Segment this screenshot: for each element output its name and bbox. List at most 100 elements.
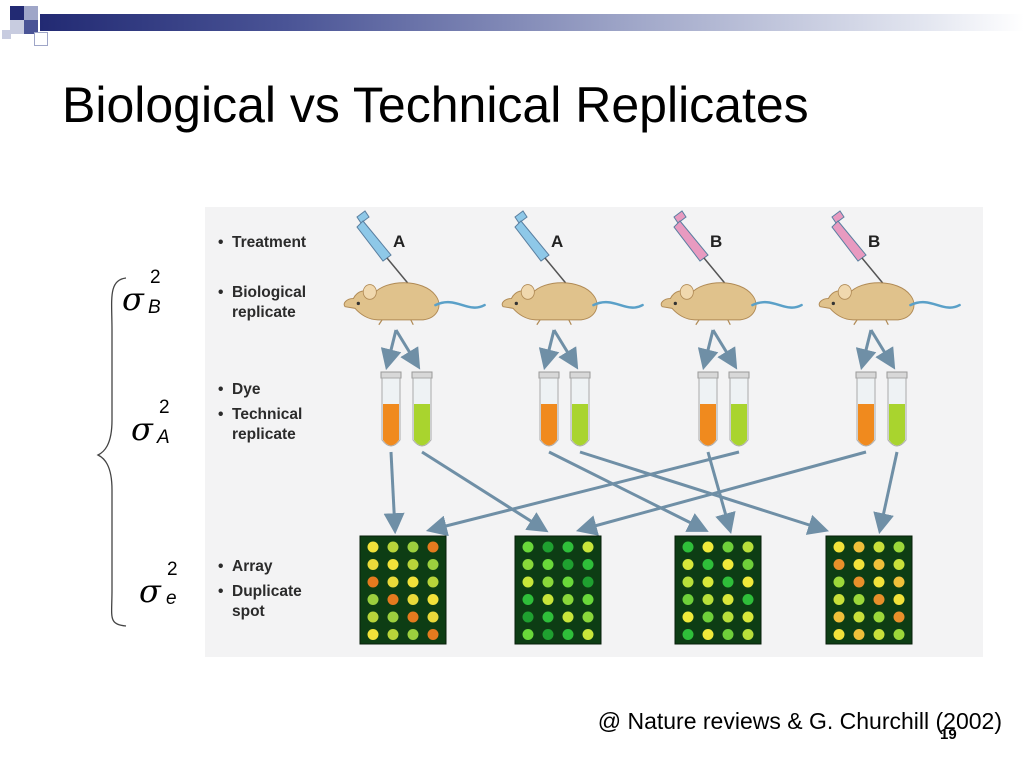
array-spot [722, 629, 734, 640]
label-treatment: •Treatment [218, 234, 307, 251]
microarray-icon [825, 535, 913, 645]
array-spot [702, 594, 714, 605]
array-spot [427, 559, 439, 570]
array-spot [387, 629, 399, 640]
arrow [394, 329, 421, 370]
label-dye: •Dye [218, 381, 261, 398]
array-spot [367, 559, 379, 570]
array-spot [853, 541, 865, 553]
array-spot [722, 559, 734, 570]
array-spot [893, 629, 905, 640]
mouse-icon [817, 281, 961, 326]
corner-square-dark [10, 6, 24, 20]
arrow [380, 329, 402, 371]
array-spot [387, 559, 399, 570]
array-spot [387, 576, 399, 588]
array-spot [522, 594, 534, 605]
array-spot [542, 594, 554, 605]
mouse-icon [342, 281, 486, 326]
column-letter: B [710, 232, 723, 251]
tube-liquid [383, 404, 399, 446]
column-letter: A [551, 232, 564, 251]
mouse-icon [500, 281, 644, 326]
label-biological-replicate: •Biological replicate [218, 284, 307, 321]
array-spot [427, 576, 439, 588]
syringe-icon [514, 210, 570, 288]
label-array: •Array [218, 558, 273, 575]
array-spot [702, 559, 714, 570]
array-spot [387, 594, 399, 605]
arrow [869, 329, 896, 370]
arrow [421, 450, 549, 533]
label-duplicate-spot: •Duplicate spot [218, 583, 302, 620]
array-spot [893, 541, 905, 553]
array-spot [893, 611, 905, 623]
array-spot [367, 629, 379, 640]
arrow [579, 450, 830, 535]
arrow [538, 329, 560, 371]
array-spot [542, 559, 554, 570]
array-spot [833, 594, 845, 605]
array-spot [522, 611, 534, 623]
array-spot [682, 541, 694, 553]
array-spot [853, 611, 865, 623]
array-spot [722, 611, 734, 623]
microarray-icon [514, 535, 602, 645]
array-spot [853, 559, 865, 570]
corner-square-mid [24, 20, 38, 34]
sigma-a-squared: σ 2 A [131, 397, 170, 448]
array-spot [562, 611, 574, 623]
array-spot [873, 611, 885, 623]
tube-liquid [541, 404, 557, 446]
array-spot [367, 576, 379, 588]
array-spot [427, 541, 439, 553]
array-spot [702, 611, 714, 623]
tube-liquid [889, 404, 905, 446]
slide-title: Biological vs Technical Replicates [62, 77, 809, 133]
array-spot [853, 629, 865, 640]
array-spot [522, 559, 534, 570]
array-spot [682, 576, 694, 588]
array-spot [742, 541, 754, 553]
microarray-icon [359, 535, 447, 645]
array-spot [562, 576, 574, 588]
array-spot [702, 541, 714, 553]
credit-text: @ Nature reviews & G. Churchill (2002) [597, 708, 1002, 734]
tube-cap [697, 371, 719, 379]
array-spot [893, 559, 905, 570]
array-spot [522, 541, 534, 553]
array-spot [873, 594, 885, 605]
mouse-icon [659, 281, 803, 326]
array-spot [702, 576, 714, 588]
array-spot [582, 559, 594, 570]
array-spot [387, 611, 399, 623]
array-spot [853, 594, 865, 605]
arrow [425, 450, 740, 537]
page-number: 19 [940, 726, 957, 743]
array-spot [893, 576, 905, 588]
sigma-b-squared: σ 2 B [122, 267, 161, 318]
arrow [383, 451, 405, 535]
array-spot [833, 541, 845, 553]
label-technical-replicate: •Technical replicate [218, 406, 303, 443]
column-letter: A [393, 232, 406, 251]
variance-brace [96, 277, 127, 627]
column-letter: B [868, 232, 881, 251]
array-spot [722, 594, 734, 605]
array-spot [562, 629, 574, 640]
array-spot [582, 594, 594, 605]
tube-liquid [414, 404, 430, 446]
array-spot [893, 594, 905, 605]
tube-cap [380, 371, 402, 379]
arrow [855, 329, 877, 371]
corner-square-pale [10, 20, 24, 34]
arrow [575, 450, 867, 536]
array-spot [522, 629, 534, 640]
array-spot [387, 541, 399, 553]
tube-liquid [572, 404, 588, 446]
array-spot [722, 541, 734, 553]
array-spot [873, 576, 885, 588]
array-spot [873, 559, 885, 570]
